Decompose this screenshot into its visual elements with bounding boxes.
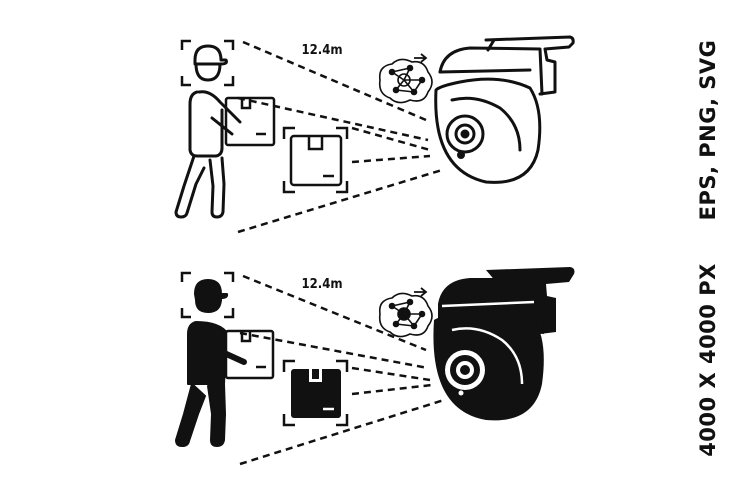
top-panel: 12.4m — [174, 35, 575, 234]
detected-box-outline-icon — [289, 134, 343, 187]
security-camera-outline-icon — [434, 35, 575, 184]
sight-lines-bottom — [239, 274, 445, 466]
ai-network-icon-top — [378, 53, 433, 104]
formats-label: EPS, PNG, SVG — [696, 39, 720, 221]
worker-filled-icon — [175, 279, 251, 447]
detected-box-filled-icon — [291, 369, 341, 418]
distance-label-top: 12.4m — [301, 43, 342, 58]
carried-box-outline-icon — [224, 96, 276, 147]
ai-network-icon-bottom — [378, 287, 433, 338]
detected-box-frame-bottom — [282, 359, 349, 427]
detected-box-frame-top — [282, 126, 349, 194]
resolution-label: 4000 X 4000 PX — [696, 263, 720, 457]
security-camera-filled-icon — [433, 267, 575, 421]
distance-label-bottom: 12.4m — [301, 277, 342, 292]
face-frame-top — [180, 39, 235, 87]
carried-box-filled-icon — [219, 329, 275, 380]
worker-outline-icon — [174, 44, 242, 219]
sight-lines-top — [237, 40, 443, 234]
bottom-panel: 12.4m — [175, 267, 575, 466]
face-frame-bottom — [180, 271, 235, 319]
